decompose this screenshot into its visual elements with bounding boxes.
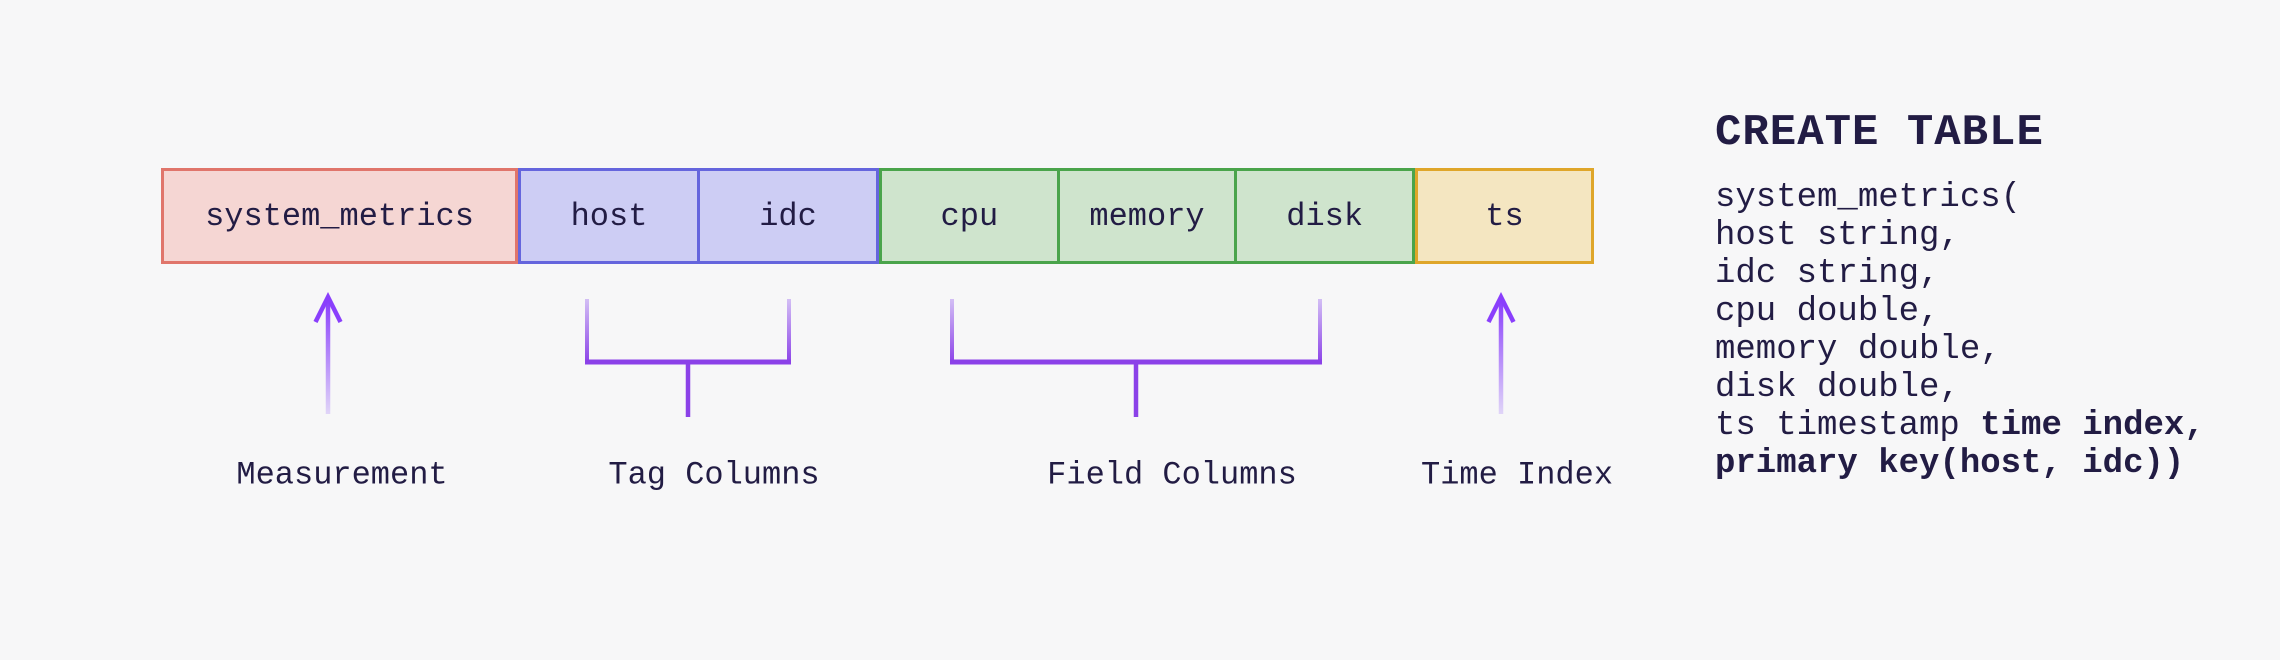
sql-line: ts timestamp time index, bbox=[1715, 407, 2205, 445]
sql-line: memory double, bbox=[1715, 331, 2001, 369]
tag-columns-bracket-icon bbox=[585, 299, 791, 417]
sql-line: host string, bbox=[1715, 217, 1960, 255]
sql-line: disk double, bbox=[1715, 369, 1960, 407]
time-index-section: ts bbox=[1415, 168, 1594, 264]
tag-columns-section: host idc bbox=[518, 168, 879, 264]
measurement-label: Measurement bbox=[236, 456, 448, 494]
table-cell: disk bbox=[1234, 171, 1412, 261]
table-cell: memory bbox=[1056, 171, 1235, 261]
sql-line: idc string, bbox=[1715, 255, 1940, 293]
sql-line: system_metrics( bbox=[1715, 179, 2022, 217]
measurement-arrow-icon bbox=[313, 291, 343, 414]
field-columns-label: Field Columns bbox=[1047, 456, 1297, 494]
table-cell: idc bbox=[697, 171, 876, 261]
table-cell: cpu bbox=[940, 197, 999, 235]
sql-title: CREATE TABLE bbox=[1715, 108, 2044, 158]
time-index-label: Time Index bbox=[1420, 456, 1614, 494]
time-index-arrow-icon bbox=[1486, 291, 1516, 414]
field-columns-bracket-icon bbox=[950, 299, 1322, 417]
measurement-cell: system_metrics bbox=[205, 197, 474, 235]
sql-line: primary key(host, idc)) bbox=[1715, 445, 2185, 483]
sql-line: cpu double, bbox=[1715, 293, 1940, 331]
table-cell: host bbox=[570, 197, 648, 235]
time-index-cell: ts bbox=[1485, 197, 1524, 235]
sql-code: system_metrics(host string,idc string,cp… bbox=[1715, 179, 2205, 483]
measurement-section: system_metrics bbox=[161, 168, 518, 264]
sql-panel: CREATE TABLE system_metrics(host string,… bbox=[1715, 106, 2205, 483]
tag-columns-label: Tag Columns bbox=[608, 456, 820, 494]
